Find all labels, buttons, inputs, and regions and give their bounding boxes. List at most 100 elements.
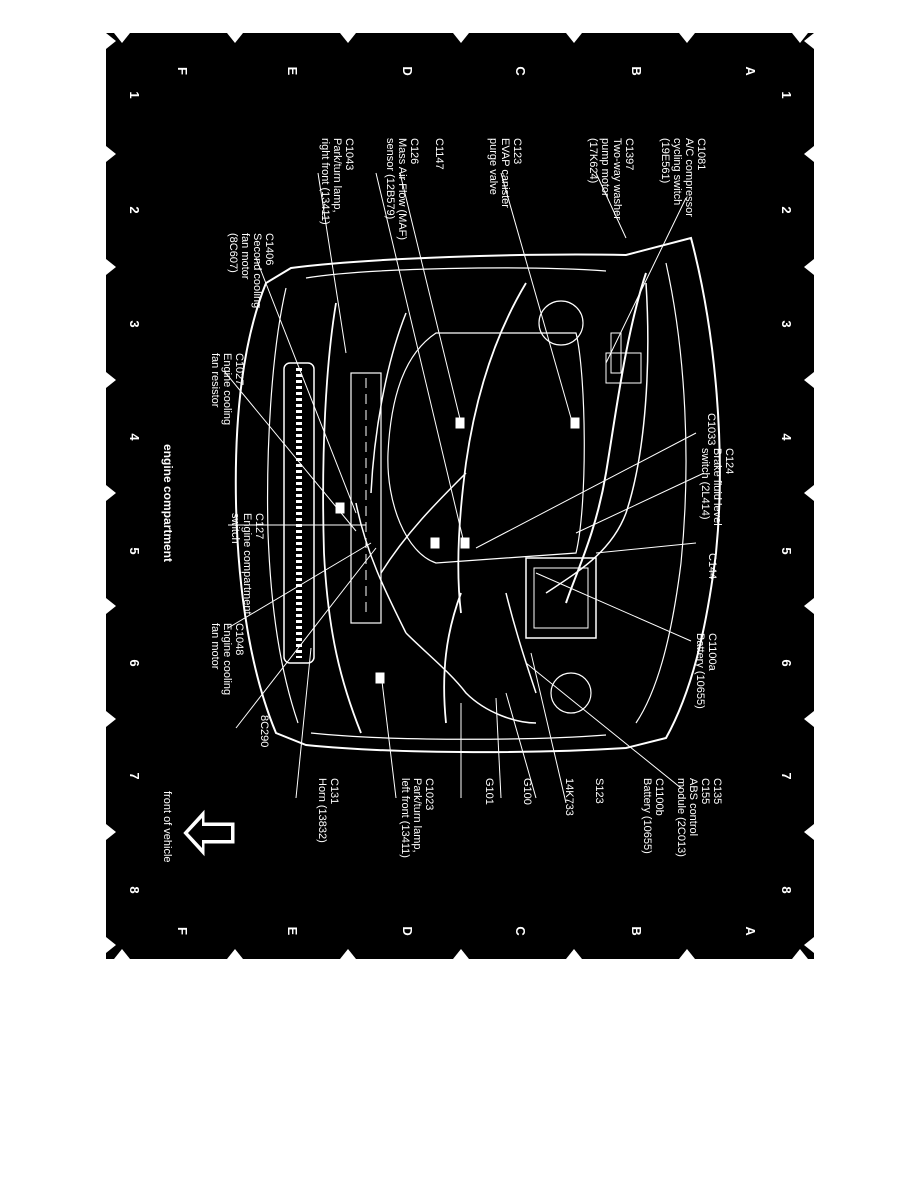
grid-row-label: C — [513, 926, 528, 936]
callout-c1100b: C1100bBattery (10655) — [641, 778, 665, 854]
border-marker-icon — [566, 949, 582, 959]
callout-line: Brake fluid level — [711, 448, 723, 526]
callout-line: 8C290 — [258, 715, 270, 747]
callout-line: Horn (13832) — [316, 778, 328, 843]
front-of-vehicle-arrow-icon — [183, 809, 235, 857]
callout-line: pump motor — [599, 138, 611, 197]
callout-line: cycling switch — [671, 138, 683, 205]
border-marker-icon — [679, 949, 695, 959]
callout-line: C1406 — [263, 233, 275, 265]
border-marker-icon — [227, 33, 243, 43]
callout-c123: C123EVAP canisterpurge valve — [487, 138, 523, 208]
callout-c1033: C1033 — [705, 413, 717, 445]
callout-line: 14K733 — [563, 778, 575, 816]
callout-line: S123 — [593, 778, 605, 804]
callout-c126: C126Mass Air Flow (MAF)sensor (12B579) — [384, 138, 420, 240]
callout-c135: C135C155ABS controlmodule (2C013) — [675, 778, 723, 857]
grid-row-label: E — [285, 927, 300, 936]
border-marker-icon — [340, 33, 356, 43]
callout-c1397: C1397Two-way washerpump motor(17K624) — [587, 138, 635, 220]
callout-line: C1033 — [705, 413, 717, 445]
border-marker-icon — [792, 33, 808, 43]
grid-row-label: A — [743, 66, 758, 76]
callout-c1043: C1043Park/turn lamp,right front (13411) — [319, 138, 355, 225]
grid-col-label: 3 — [127, 320, 142, 327]
border-marker-icon — [804, 598, 814, 614]
border-marker-icon — [106, 33, 116, 49]
grid-row-label: F — [175, 927, 190, 935]
callout-line: Engine compartment — [241, 513, 253, 615]
grid-row-label: D — [400, 926, 415, 935]
border-markers — [106, 33, 814, 959]
grid-col-label: 2 — [127, 206, 142, 213]
callout-line: Battery (10655) — [641, 778, 653, 854]
border-marker-icon — [804, 824, 814, 840]
border-marker-icon — [804, 259, 814, 275]
grid-col-label: 5 — [779, 547, 794, 554]
border-marker-icon — [804, 711, 814, 727]
callout-line: fan resistor — [209, 353, 221, 408]
callout-line: C126 — [408, 138, 420, 164]
callout-line: C127 — [253, 513, 265, 539]
callout-14k733: 14K733 — [563, 778, 575, 816]
border-marker-icon — [227, 949, 243, 959]
callout-line: C1023 — [423, 778, 435, 810]
leader-lines — [223, 172, 705, 804]
callout-line: (17K624) — [587, 138, 599, 183]
callout-c127: C127Engine compartmentswitch — [229, 513, 265, 615]
grid-col-label: 6 — [779, 659, 794, 666]
callout-c1023: C1023Park/turn lamp,left front (13411) — [399, 778, 435, 858]
callout-line: C144 — [706, 553, 718, 579]
callout-line: purge valve — [487, 138, 499, 195]
grid-row-label: A — [743, 926, 758, 936]
border-marker-icon — [106, 598, 116, 614]
border-marker-icon — [804, 372, 814, 388]
callout-line: Engine cooling — [221, 623, 233, 695]
callout-line: Park/turn lamp, — [411, 778, 423, 853]
grid-row-label: B — [629, 926, 644, 935]
callout-8c290: 8C290 — [258, 715, 270, 747]
grid-row-label: B — [629, 66, 644, 75]
callout-line: Mass Air Flow (MAF) — [396, 138, 408, 240]
callout-line: fan motor — [239, 233, 251, 280]
callout-labels: C1081A/C compressorcycling switch(19E561… — [209, 138, 735, 858]
callout-c131: C131Horn (13832) — [316, 778, 340, 843]
callout-line: C131 — [328, 778, 340, 804]
border-marker-icon — [106, 485, 116, 501]
grid-col-label: 7 — [779, 772, 794, 779]
callout-line: switch — [229, 513, 241, 544]
callout-line: C124 — [723, 448, 735, 474]
callout-g101: G101 — [483, 778, 495, 805]
callout-line: C1027 — [233, 353, 245, 385]
grid-col-label: 8 — [779, 886, 794, 893]
callout-c1100a: C1100aBattery (10655) — [694, 633, 718, 709]
grid-col-label: 4 — [127, 433, 142, 441]
callout-line: fan motor — [209, 623, 221, 670]
border-marker-icon — [453, 949, 469, 959]
callout-line: C123 — [511, 138, 523, 164]
border-marker-icon — [340, 949, 356, 959]
callout-line: sensor (12B579) — [384, 138, 396, 219]
callout-line: C1043 — [343, 138, 355, 170]
callout-line: right front (13411) — [319, 138, 331, 225]
diagram-title: engine compartment — [161, 444, 175, 562]
callout-s123: S123 — [593, 778, 605, 804]
callout-line: Battery (10655) — [694, 633, 706, 709]
grid-col-label: 2 — [779, 206, 794, 213]
border-marker-icon — [106, 937, 116, 953]
grid-col-label: 4 — [779, 433, 794, 441]
border-marker-icon — [106, 372, 116, 388]
front-of-vehicle-label: front of vehicle — [161, 791, 173, 863]
grid-row-label: F — [175, 67, 190, 75]
callout-c124: C124Brake fluid levelswitch (2L414) — [699, 448, 735, 526]
callout-line: C1048 — [233, 623, 245, 655]
grid-col-label: 5 — [127, 547, 142, 554]
callout-line: C155 — [699, 778, 711, 804]
grid-col-label: 6 — [127, 659, 142, 666]
callout-c1406: C1406Second coolingfan motor(8C607) — [227, 233, 275, 308]
border-marker-icon — [804, 33, 814, 49]
grid-col-label: 1 — [127, 91, 142, 98]
border-marker-icon — [792, 949, 808, 959]
